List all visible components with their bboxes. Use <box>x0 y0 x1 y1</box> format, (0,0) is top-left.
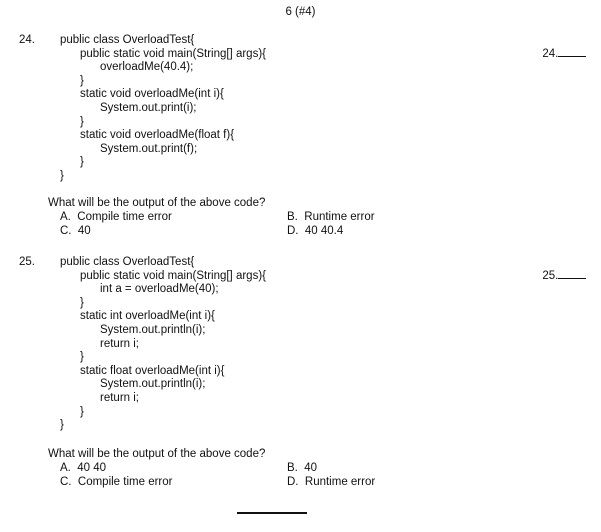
option-text: Compile time error <box>77 211 172 223</box>
option-a: A. 40 40 <box>60 462 106 474</box>
option-letter: D. <box>287 476 299 488</box>
option-text: Runtime error <box>304 476 376 488</box>
code-line: overloadMe(40.4); <box>100 61 194 74</box>
code-line: System.out.print(f); <box>100 142 198 155</box>
code-line: } <box>80 296 84 309</box>
question-text: What will be the output of the above cod… <box>48 448 266 460</box>
code-line: public static void main(String[] args){ <box>80 269 266 282</box>
answer-blank-label: 25. <box>542 270 559 282</box>
code-line: } <box>80 156 84 169</box>
code-line: int a = overloadMe(40); <box>100 283 219 296</box>
option-b: B. 40 <box>287 462 317 474</box>
code-line: public static void main(String[] args){ <box>80 47 266 60</box>
answer-blank-line <box>558 268 587 279</box>
code-line: System.out.println(i); <box>100 324 206 336</box>
code-line: static void overloadMe(int i){ <box>80 88 224 101</box>
answer-blank-label: 24. <box>542 48 559 60</box>
option-text: Runtime error <box>304 211 375 223</box>
question-text: What will be the output of the above cod… <box>48 197 266 209</box>
option-text: 40 <box>304 462 318 474</box>
code-line: } <box>80 74 84 87</box>
option-letter: A. <box>60 462 71 474</box>
option-letter: D. <box>287 225 299 237</box>
question-number: 25. <box>19 256 35 268</box>
code-line: public class OverloadTest{ <box>60 256 195 268</box>
code-line: static int overloadMe(int i){ <box>80 310 215 323</box>
code-line: return i; <box>100 392 139 404</box>
option-d: D. 40 40.4 <box>287 225 343 237</box>
option-a: A. Compile time error <box>60 211 172 223</box>
code-line: return i; <box>100 337 139 350</box>
option-letter: A. <box>60 211 71 223</box>
page-header: 6 (#4) <box>285 6 316 18</box>
option-letter: C. <box>60 476 72 488</box>
answer-blank: 25. <box>536 256 587 282</box>
code-line: } <box>80 405 84 418</box>
option-text: 40 <box>77 225 91 237</box>
footer-rule <box>237 512 307 514</box>
code-line: } <box>80 115 84 128</box>
code-line: } <box>80 351 84 364</box>
option-text: Compile time error <box>77 476 173 488</box>
option-letter: B. <box>287 211 298 223</box>
option-d: D. Runtime error <box>287 476 375 488</box>
option-letter: C. <box>60 225 72 237</box>
option-text: 40 40 <box>77 462 107 474</box>
code-line: } <box>60 419 64 432</box>
code-line: static float overloadMe(int i){ <box>80 364 225 377</box>
option-letter: B. <box>287 462 298 474</box>
code-line: static void overloadMe(float f){ <box>80 129 235 142</box>
option-text: 40 40.4 <box>304 225 344 237</box>
option-c: C. 40 <box>60 225 91 237</box>
code-line: System.out.println(i); <box>100 378 206 391</box>
code-line: public class OverloadTest{ <box>60 34 195 46</box>
answer-blank-line <box>558 46 587 57</box>
answer-blank: 24. <box>536 34 587 60</box>
option-c: C. Compile time error <box>60 476 172 488</box>
option-b: B. Runtime error <box>287 211 375 223</box>
code-line: System.out.print(i); <box>100 102 197 114</box>
code-line: } <box>60 170 64 182</box>
question-number: 24. <box>19 34 35 46</box>
